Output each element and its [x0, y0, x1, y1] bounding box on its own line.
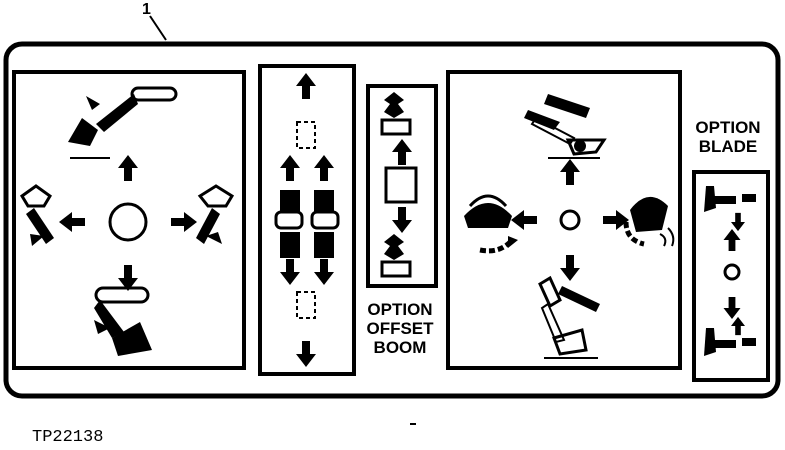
blade-label: OPTION BLADE: [680, 118, 776, 156]
blade-label-line: OPTION: [695, 118, 761, 137]
bucket-curl-icon: [464, 194, 518, 254]
boom-raise-icon: [68, 86, 178, 159]
offset-boom-label-line: BOOM: [373, 338, 427, 357]
blade-raise-icon: [704, 186, 756, 232]
offset-boom-panel: [366, 84, 438, 288]
boom-lower-icon: [94, 286, 152, 356]
callout-number: 1: [142, 1, 151, 18]
travel-control-panel: [258, 64, 356, 376]
right-control-panel: [446, 70, 682, 370]
offset-boom-label-line: OPTION: [367, 300, 433, 319]
right-pivot-circle: [559, 209, 581, 231]
offset-boom-label: OPTION OFFSET BOOM: [352, 300, 448, 357]
left-pivot-circle: [108, 202, 148, 242]
swing-right-icon: [196, 184, 235, 244]
offset-boom-label-line: OFFSET: [366, 319, 434, 338]
figure-reference: TP22138: [32, 428, 104, 447]
bucket-dump-icon: [623, 196, 675, 247]
blade-lower-icon: [704, 316, 756, 356]
blade-label-line: BLADE: [698, 137, 758, 156]
blade-panel: [692, 170, 770, 382]
callout-leader: [149, 15, 167, 41]
arm-in-icon: [524, 94, 607, 159]
swing-left-icon: [20, 184, 54, 246]
arm-out-icon: [538, 275, 600, 359]
left-control-panel: [12, 70, 246, 370]
decal-frame: [3, 41, 781, 399]
blade-pivot-circle: [723, 263, 741, 281]
